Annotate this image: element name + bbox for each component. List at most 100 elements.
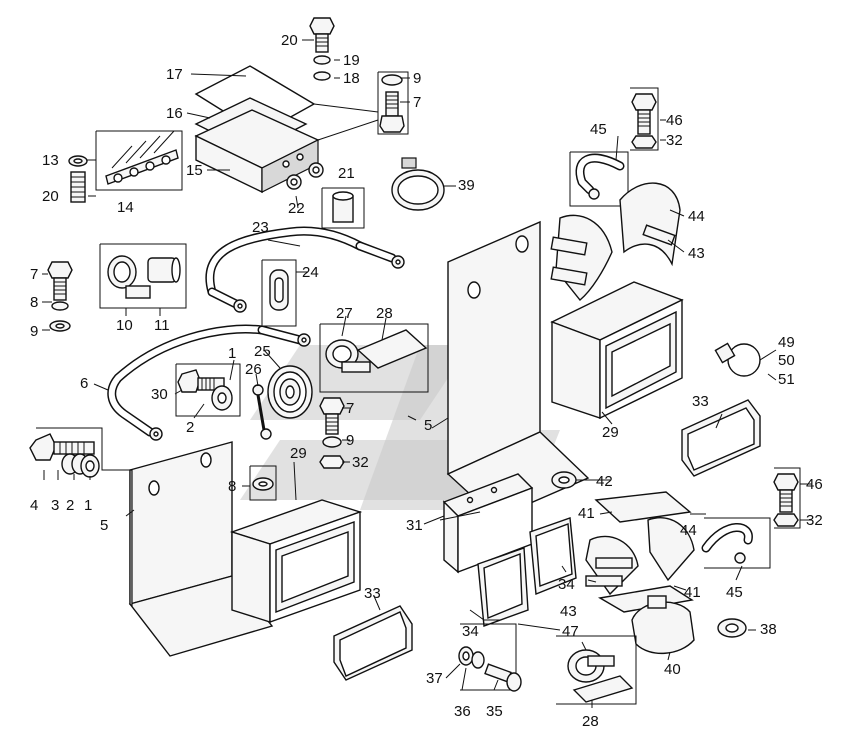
label-2-center: 2 xyxy=(186,419,194,436)
label-6: 6 xyxy=(80,375,88,392)
junction-box-assembly xyxy=(194,65,324,194)
label-40: 40 xyxy=(664,661,681,678)
housing-box-29-left xyxy=(229,499,363,623)
label-25: 25 xyxy=(254,343,271,360)
cable-6 xyxy=(107,324,311,441)
label-23: 23 xyxy=(252,219,269,236)
label-35: 35 xyxy=(486,703,503,720)
label-43-lower: 43 xyxy=(560,603,577,620)
label-46-lower: 46 xyxy=(806,476,823,493)
washer-42 xyxy=(551,471,577,489)
label-17: 17 xyxy=(166,66,183,83)
label-8-center: 8 xyxy=(228,478,236,495)
label-16: 16 xyxy=(166,105,183,122)
label-45-lower: 45 xyxy=(726,584,743,601)
label-22: 22 xyxy=(288,200,305,217)
label-41-bottom: 41 xyxy=(684,584,701,601)
washer-38 xyxy=(717,618,747,638)
label-19: 19 xyxy=(343,52,360,69)
label-5-center: 5 xyxy=(424,417,432,434)
label-51: 51 xyxy=(778,371,795,388)
label-44-lower: 44 xyxy=(680,522,697,539)
bolt-7-group-left xyxy=(47,261,73,332)
label-28-center: 28 xyxy=(376,305,393,322)
bolt-20-top xyxy=(309,17,335,81)
washer-18 xyxy=(313,71,331,81)
bolt-30-group xyxy=(175,363,241,417)
upper-right-clamp-assembly xyxy=(550,87,681,301)
grommet-24 xyxy=(261,259,297,327)
label-31: 31 xyxy=(406,517,423,534)
label-9-left: 9 xyxy=(30,323,38,340)
label-36: 36 xyxy=(454,703,471,720)
label-2-left: 2 xyxy=(66,497,74,514)
lamp-34-lower xyxy=(477,547,529,627)
lamp-34-upper xyxy=(529,517,577,595)
label-11: 11 xyxy=(154,317,170,334)
terminal-strip-14 xyxy=(95,130,183,191)
bolt-7-group-top xyxy=(377,71,409,135)
label-24: 24 xyxy=(302,264,319,281)
bulb-49 xyxy=(714,342,761,377)
label-20-left: 20 xyxy=(42,188,59,205)
label-13: 13 xyxy=(42,152,59,169)
label-47: 47 xyxy=(562,623,579,640)
washer-13 xyxy=(68,155,88,167)
label-50: 50 xyxy=(778,352,795,369)
housing-box-29-right xyxy=(550,281,684,420)
sleeve-21 xyxy=(321,187,365,229)
lamp-40 xyxy=(631,595,695,655)
label-44-upper: 44 xyxy=(688,208,705,225)
callout-labels: 20 19 18 17 16 15 13 20 14 9 7 21 22 39 … xyxy=(30,32,823,730)
lower-right-clamp-assembly xyxy=(585,467,801,613)
clip-27-plate-28 xyxy=(319,323,429,393)
cable-23 xyxy=(205,226,405,313)
label-9-top: 9 xyxy=(413,70,421,87)
label-33-right: 33 xyxy=(692,393,709,410)
washer-8-center xyxy=(249,465,277,501)
label-3: 3 xyxy=(51,497,59,514)
clip-10-tube-11 xyxy=(99,243,187,309)
label-15: 15 xyxy=(186,162,203,179)
label-42: 42 xyxy=(596,473,613,490)
label-7-top: 7 xyxy=(413,94,421,111)
bolt-4-group-left xyxy=(29,427,130,478)
label-37: 37 xyxy=(426,670,443,687)
label-5-left: 5 xyxy=(100,517,108,534)
label-8-left: 8 xyxy=(30,294,38,311)
label-32-lower: 32 xyxy=(806,512,823,529)
label-41-top: 41 xyxy=(578,505,595,522)
ground-strap-26 xyxy=(252,384,272,440)
label-34-left: 34 xyxy=(462,623,479,640)
label-7-left: 7 xyxy=(30,266,38,283)
leader-lines xyxy=(42,39,812,708)
label-43-upper: 43 xyxy=(688,245,705,262)
lamp-33-right xyxy=(681,399,761,477)
label-14: 14 xyxy=(117,199,134,216)
label-27: 27 xyxy=(336,305,353,322)
bolt-20-left xyxy=(70,171,86,203)
lamp-33-left xyxy=(333,605,413,681)
label-20-top: 20 xyxy=(281,32,298,49)
label-45-upper: 45 xyxy=(590,121,607,138)
label-49: 49 xyxy=(778,334,795,351)
label-9-center: 9 xyxy=(346,432,354,449)
label-1-left: 1 xyxy=(84,497,92,514)
screw-35-washers-36-37 xyxy=(458,623,522,692)
label-32-upper: 32 xyxy=(666,132,683,149)
label-7-center: 7 xyxy=(346,400,354,417)
label-18: 18 xyxy=(343,70,360,87)
label-4: 4 xyxy=(30,497,38,514)
clip-47-plate-28 xyxy=(556,635,637,705)
label-28-bottom: 28 xyxy=(582,713,599,730)
hose-clamp-39 xyxy=(391,157,445,211)
washer-19 xyxy=(313,55,331,65)
label-38: 38 xyxy=(760,621,777,638)
label-46-upper: 46 xyxy=(666,112,683,129)
label-30: 30 xyxy=(151,386,168,403)
label-33-left: 33 xyxy=(364,585,381,602)
bolt-7-group-center xyxy=(319,397,345,469)
label-32-center: 32 xyxy=(352,454,369,471)
label-34-right: 34 xyxy=(558,576,575,593)
